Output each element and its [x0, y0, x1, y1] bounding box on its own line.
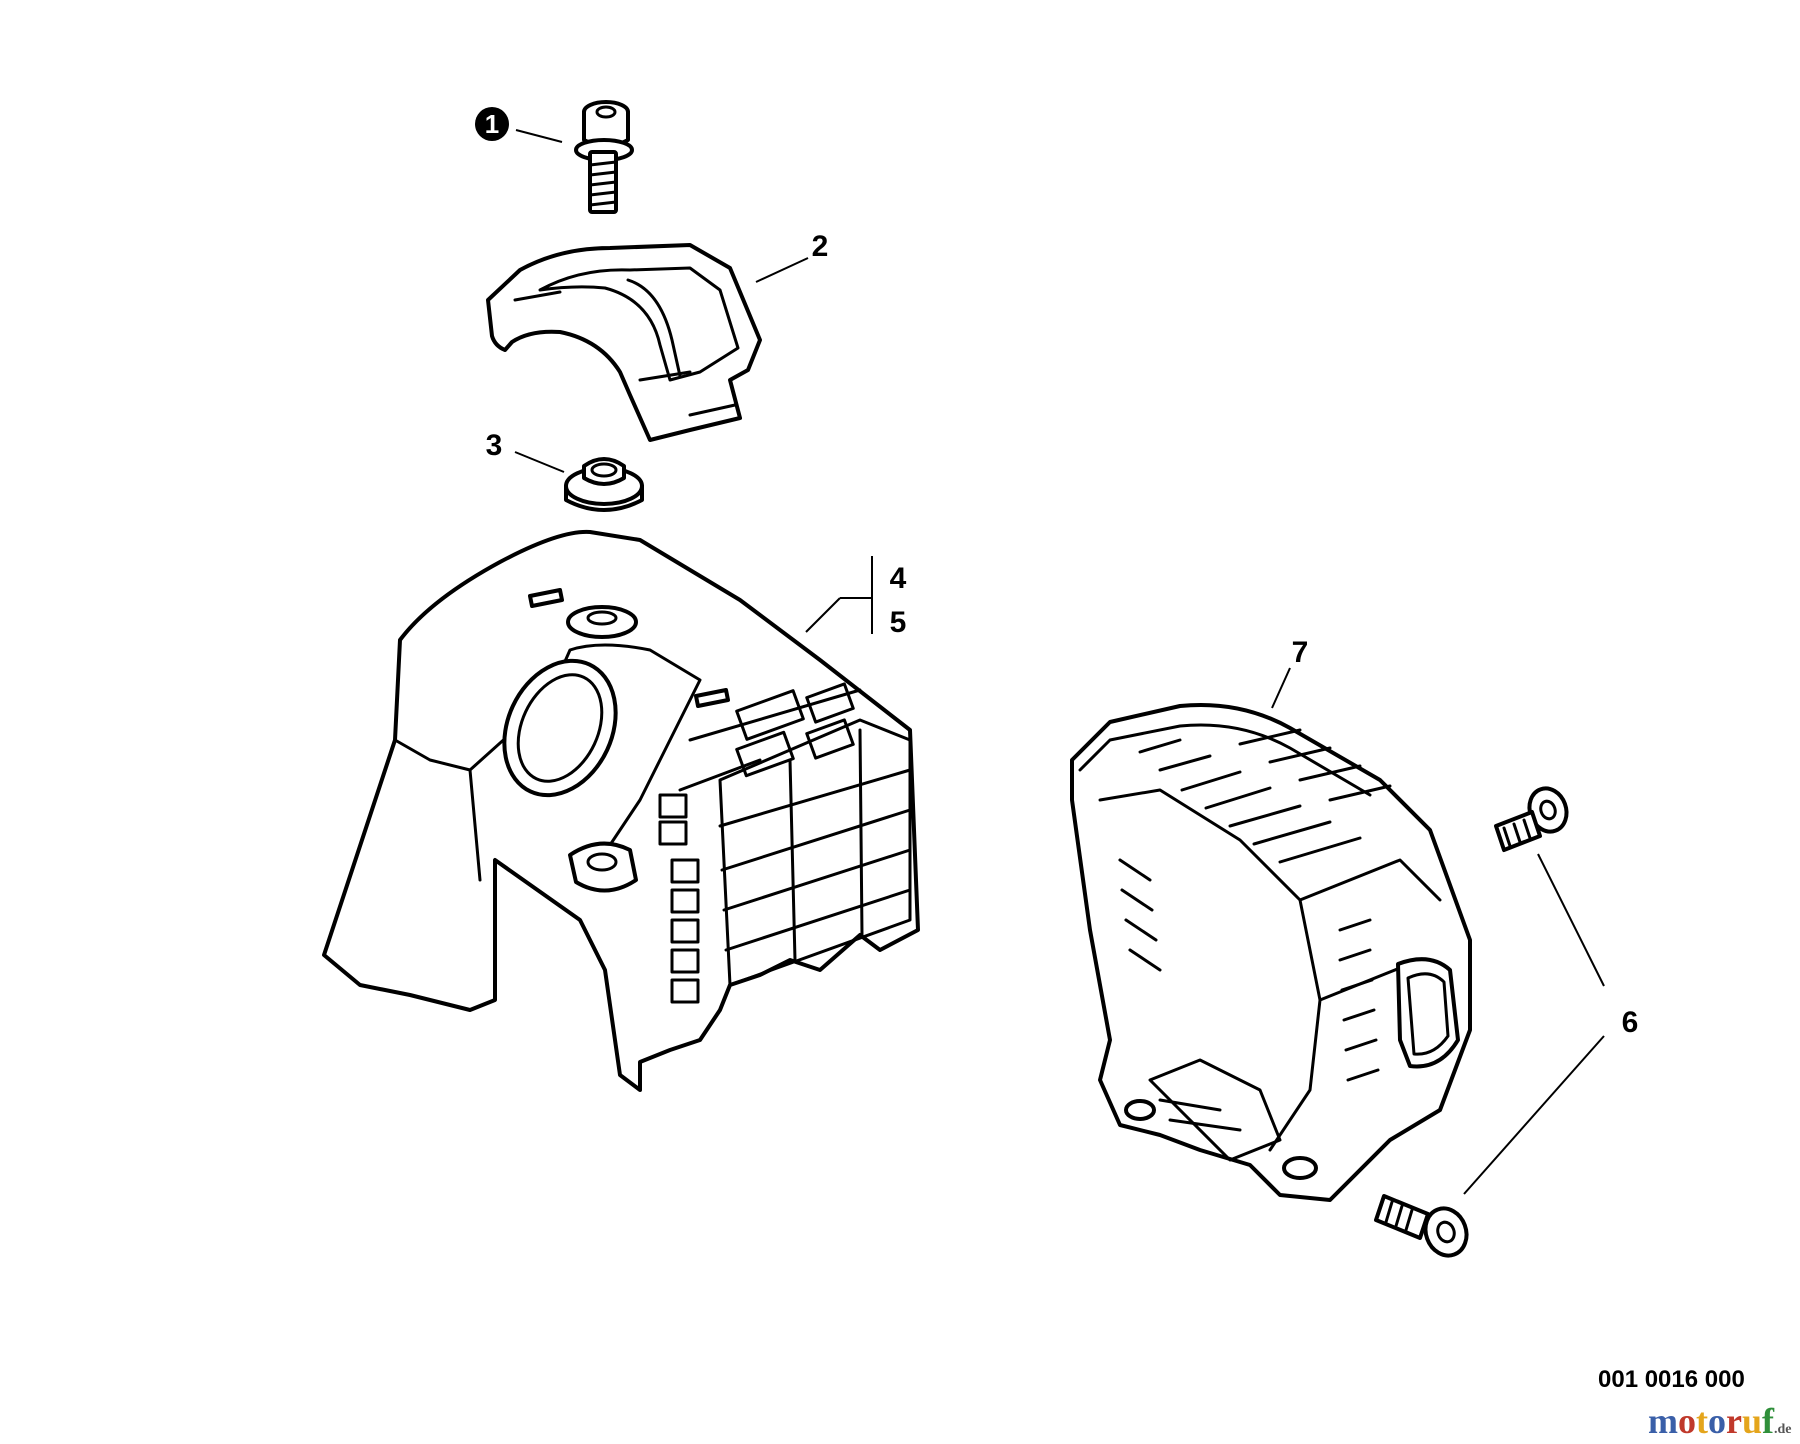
cylinder-cover-part-4-5: [322, 529, 920, 1092]
callout-3-label: 3: [486, 429, 503, 462]
callout-5-label: 5: [890, 606, 907, 639]
diagram-code: 001 0016 000: [1598, 1366, 1745, 1393]
callout-4-label: 4: [890, 562, 907, 595]
callout-1-label: 1: [485, 109, 499, 139]
bolt-part-6-upper: [1494, 786, 1569, 852]
bolt-part-1: [574, 100, 634, 214]
grommet-part-3: [564, 457, 644, 512]
bracket-part-2: [486, 243, 762, 442]
callout-6-label: 6: [1622, 1006, 1639, 1039]
callout-2-label: 2: [812, 230, 829, 263]
callout-1: 1: [475, 107, 509, 141]
muffler-cover-part-7: [1070, 702, 1472, 1202]
cover-grille: [658, 682, 912, 1004]
watermark-logo: motoruf.de: [1648, 1401, 1792, 1441]
bolt-part-6-lower: [1374, 1194, 1469, 1258]
callout-7-label: 7: [1292, 636, 1309, 669]
muffler-vent-slots: [1118, 728, 1392, 1082]
leader-lines: [514, 129, 1605, 1195]
